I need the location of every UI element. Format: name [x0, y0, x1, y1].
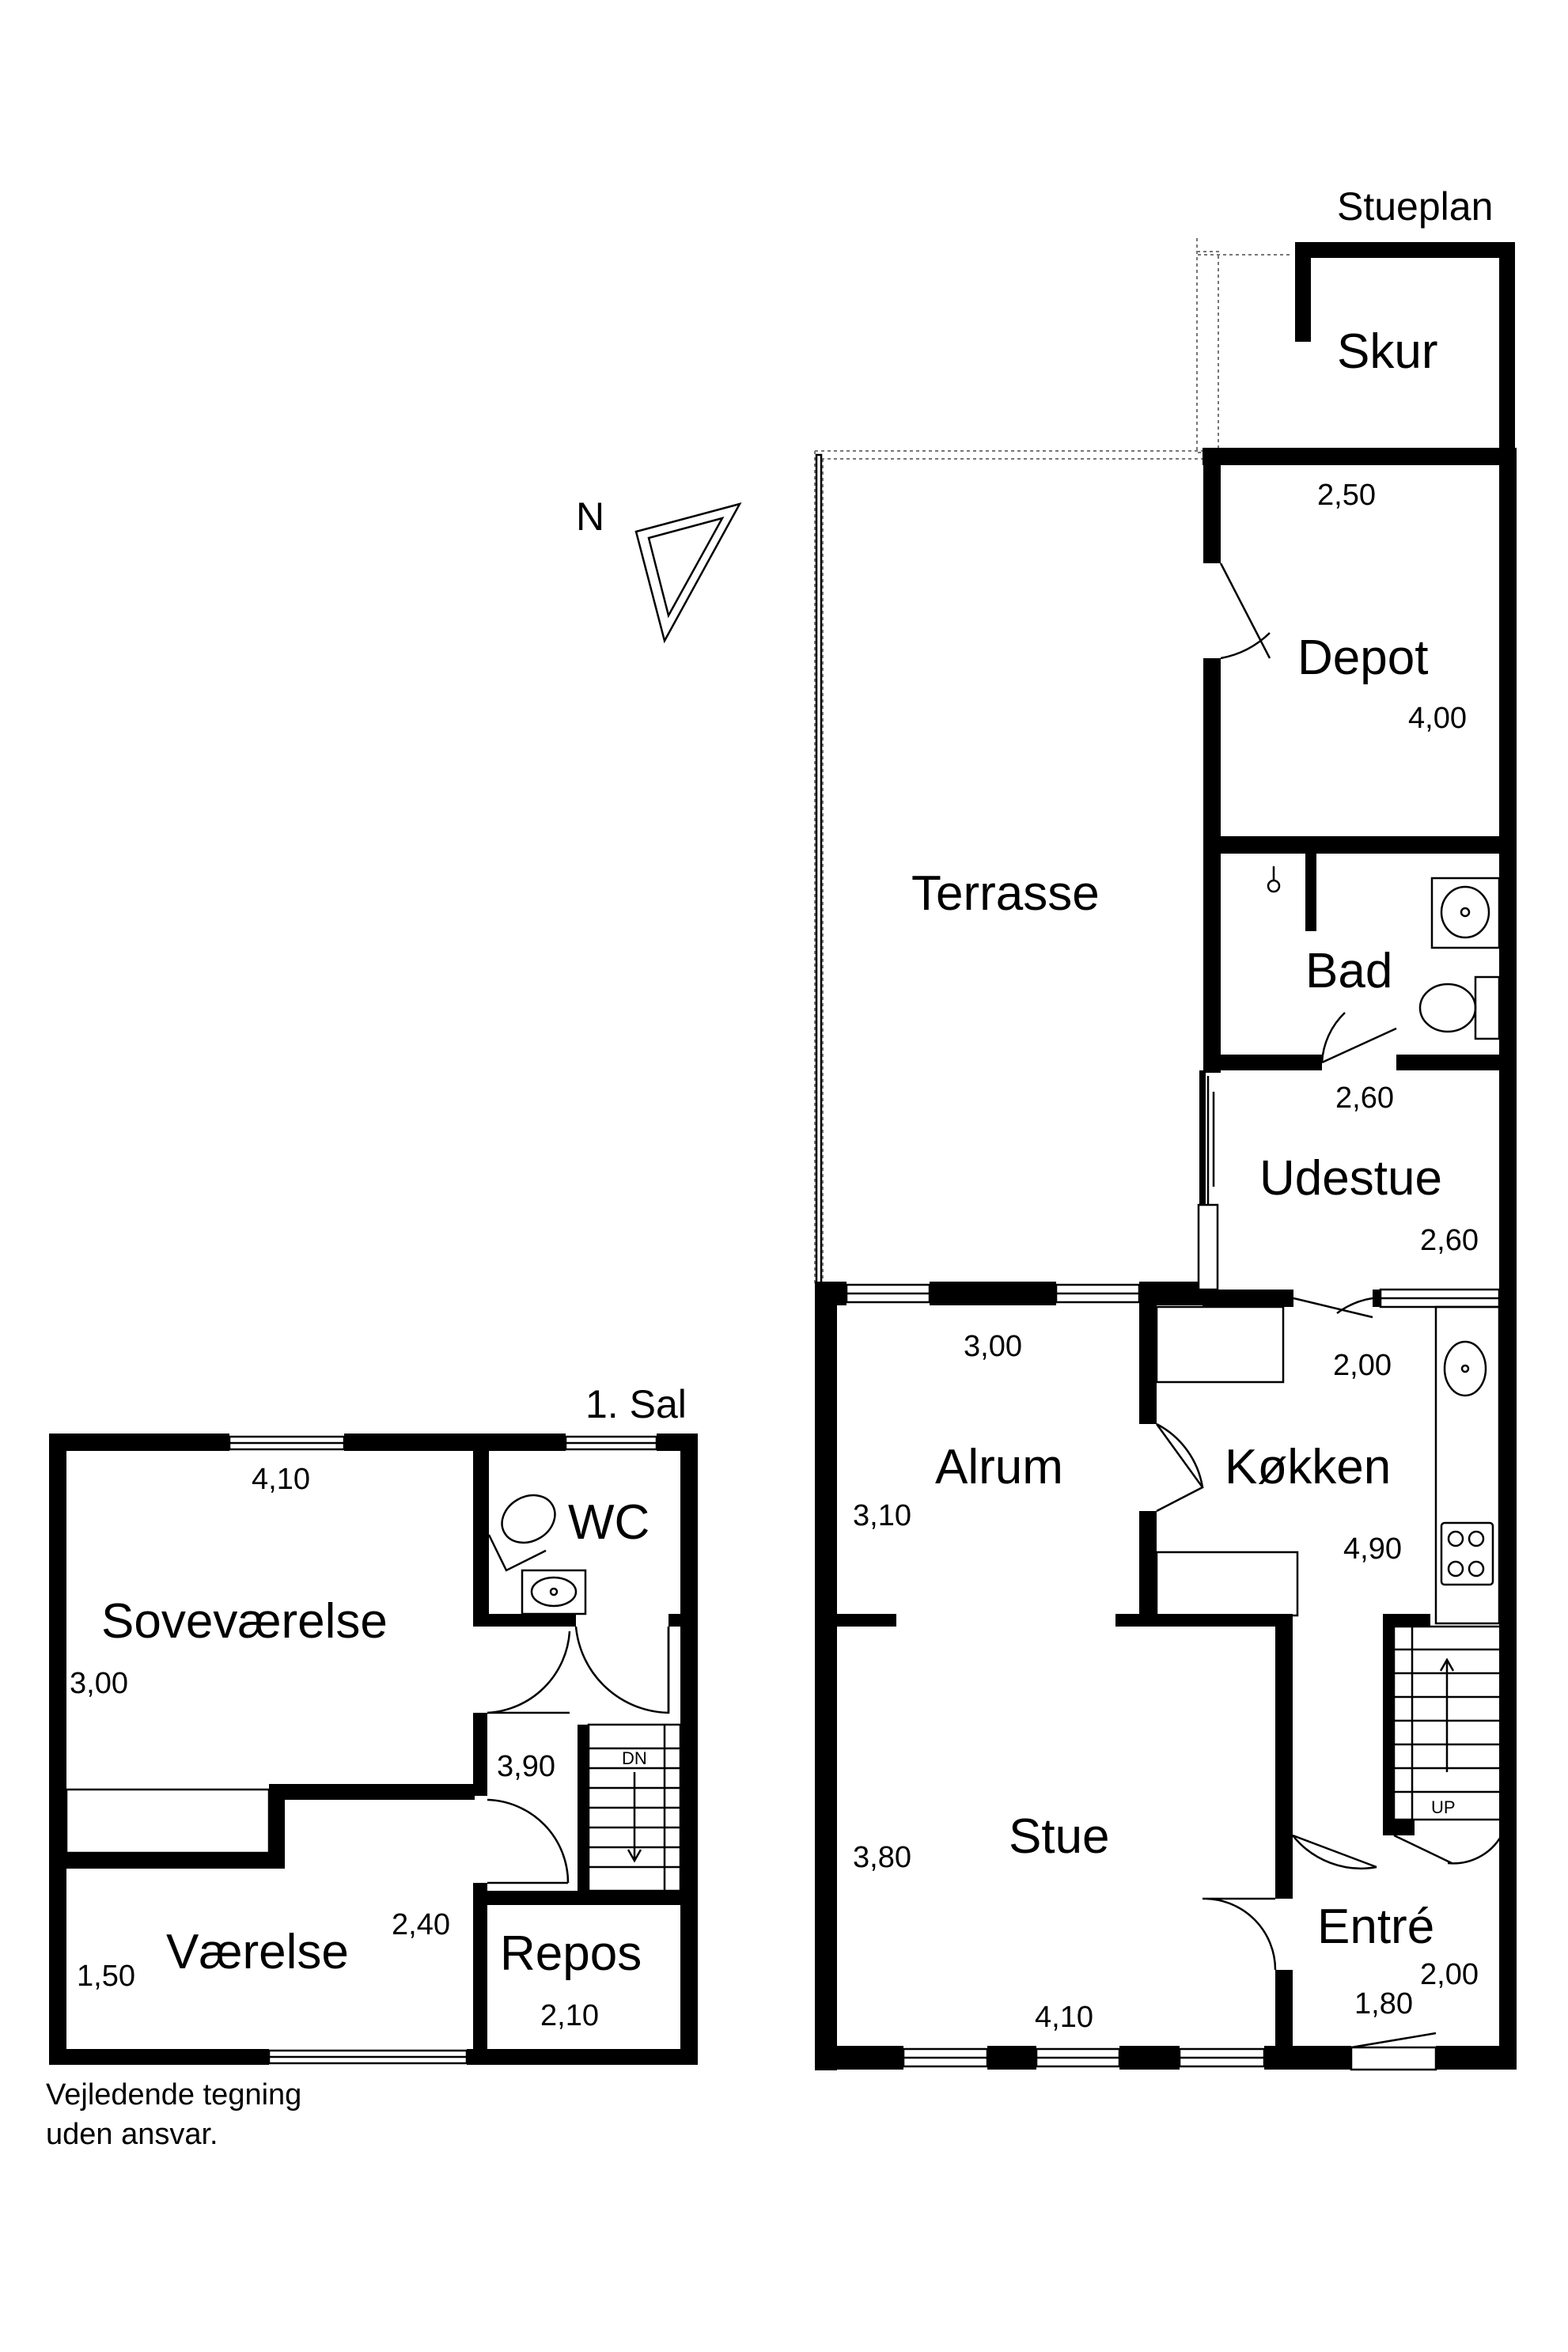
staircase-down: DN [587, 1723, 682, 1892]
room-label-udestue: Udestue [1259, 1151, 1442, 1206]
room-label-wc: WC [568, 1495, 650, 1550]
dim-sove-length: 3,00 [70, 1667, 128, 1700]
dim-entre-length: 2,00 [1420, 1958, 1479, 1991]
disclaimer-line-2: uden ansvar. [46, 2118, 218, 2151]
ground-floor-labels: Stueplan Skur 2,50 Depot 4,00 Terrasse B… [853, 184, 1493, 2034]
room-label-terrasse: Terrasse [911, 866, 1100, 921]
disclaimer: Vejledende tegning uden ansvar. [46, 2078, 301, 2151]
ground-floor-doors [1155, 562, 1503, 2071]
room-label-bad: Bad [1305, 944, 1392, 998]
dim-entre-width: 1,80 [1354, 1987, 1413, 2021]
dim-depot-width: 2,50 [1317, 479, 1376, 512]
dim-kokken-width: 2,00 [1333, 1349, 1392, 1382]
dim-vaerelse-length: 1,50 [77, 1960, 135, 1993]
dim-depot-length: 4,00 [1408, 702, 1467, 735]
stair-label-down: DN [622, 1748, 647, 1768]
room-label-vaerelse: Værelse [166, 1925, 349, 1979]
terrace-glass-edge [815, 453, 823, 1287]
first-floor-walls [49, 1434, 698, 2065]
dim-alrum-width: 3,00 [964, 1330, 1022, 1363]
kitchen-counter [1434, 1305, 1501, 1625]
stair-label-up: UP [1431, 1797, 1456, 1817]
room-label-entre: Entré [1317, 1899, 1434, 1954]
dim-udestue-length: 2,60 [1420, 1224, 1479, 1257]
room-label-alrum: Alrum [935, 1440, 1063, 1494]
room-label-skur: Skur [1337, 324, 1437, 379]
kitchen-sink-icon [1443, 1340, 1487, 1397]
dim-kokken-length: 4,90 [1343, 1532, 1402, 1566]
ground-floor-fixtures: UP [1155, 866, 1502, 1821]
dim-alrum-length: 3,10 [853, 1499, 911, 1532]
room-label-sovevaerelse: Soveværelse [101, 1594, 388, 1649]
dim-stue-width: 4,10 [1035, 2001, 1093, 2034]
ground-floor-windows [845, 1076, 1501, 2068]
room-label-depot: Depot [1297, 631, 1428, 685]
first-floor-labels: 1. Sal 4,10 WC Soveværelse 3,00 3,90 2,4… [70, 1382, 687, 2032]
cupboard [1155, 1551, 1299, 1617]
room-label-kokken: Køkken [1225, 1440, 1391, 1494]
toilet-icon [1474, 975, 1501, 1040]
toilet-icon [501, 1494, 556, 1544]
dim-udestue-width: 2,60 [1335, 1081, 1394, 1115]
first-floor-windows [65, 1435, 658, 2065]
floor-title-ground: Stueplan [1337, 184, 1493, 229]
cupboard [1155, 1305, 1285, 1384]
dim-sove-width: 4,10 [252, 1463, 310, 1496]
shower-drain-icon [1267, 879, 1281, 893]
dim-stue-length: 3,80 [853, 1841, 911, 1874]
dim-hall-length: 3,90 [497, 1750, 555, 1783]
dim-repos-width: 2,10 [540, 1999, 599, 2032]
compass-label: N [576, 494, 604, 539]
stove-icon [1440, 1521, 1494, 1586]
ground-floor-plan: UP Stueplan Skur 2,50 Depot 4,00 Terrass… [814, 184, 1517, 2071]
north-arrow-icon: N [576, 494, 742, 644]
first-floor-plan: DN 1. Sal 4,10 WC Soveværelse 3,00 3,90 … [49, 1382, 698, 2065]
sink-icon [1430, 877, 1501, 949]
sink-icon [521, 1569, 587, 1615]
room-label-repos: Repos [500, 1926, 642, 1981]
dim-vaerelse-width: 2,40 [392, 1908, 450, 1941]
first-floor-fixtures: DN [487, 1494, 682, 1892]
staircase-up: UP [1392, 1625, 1502, 1821]
floor-title-first: 1. Sal [585, 1382, 687, 1426]
disclaimer-line-1: Vejledende tegning [46, 2078, 301, 2111]
room-label-stue: Stue [1009, 1809, 1110, 1864]
first-floor-doors [487, 1626, 670, 1884]
ground-floor-walls [815, 242, 1517, 2070]
